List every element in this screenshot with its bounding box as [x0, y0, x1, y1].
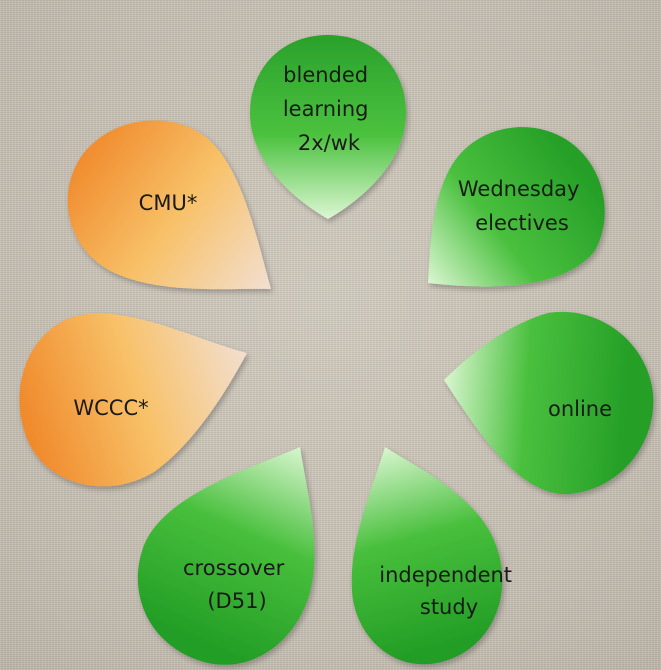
petal-blended-learning-shape: [250, 35, 406, 219]
petal-independent-study: independent study: [351, 447, 518, 665]
petal-blended-learning-line-2: learning: [283, 97, 369, 121]
petal-independent-study-line-2: study: [420, 595, 478, 619]
petal-cmu-shape: [67, 120, 271, 290]
petal-crossover-shape: [137, 447, 315, 665]
petal-online-line-1: online: [548, 397, 612, 421]
petal-wccc-shape: [19, 313, 247, 487]
petal-wednesday-electives-label: Wednesday electives: [458, 177, 586, 235]
petal-crossover-line-1: crossover: [183, 556, 285, 580]
petal-independent-study-label: independent study: [379, 563, 518, 619]
petal-wednesday-electives-line-2: electives: [475, 211, 569, 235]
petal-wednesday-electives-line-1: Wednesday: [458, 177, 580, 201]
petal-online-label: online: [548, 397, 612, 421]
petal-cmu: CMU*: [67, 120, 271, 290]
petal-blended-learning: blended learning 2x/wk: [250, 35, 406, 219]
petal-crossover-line-2: (D51): [207, 589, 266, 613]
petal-independent-study-shape: [351, 447, 503, 665]
petal-crossover: crossover (D51): [137, 447, 315, 665]
petal-crossover-label: crossover (D51): [183, 556, 291, 613]
petal-cmu-line-1: CMU*: [139, 191, 198, 215]
petal-blended-learning-line-3: 2x/wk: [298, 131, 361, 155]
petal-wccc: WCCC*: [19, 313, 247, 487]
petal-online: online: [444, 311, 654, 495]
petal-independent-study-line-1: independent: [379, 563, 512, 587]
petal-online-shape: [444, 311, 654, 495]
petal-blended-learning-line-1: blended: [283, 63, 368, 87]
petal-wednesday-electives-shape: [428, 127, 605, 287]
petal-wednesday-electives: Wednesday electives: [428, 127, 605, 287]
petal-wccc-line-1: WCCC*: [73, 396, 148, 420]
petal-blended-learning-label: blended learning 2x/wk: [283, 63, 375, 155]
petal-wccc-label: WCCC*: [73, 396, 148, 420]
petal-cmu-label: CMU*: [139, 191, 198, 215]
